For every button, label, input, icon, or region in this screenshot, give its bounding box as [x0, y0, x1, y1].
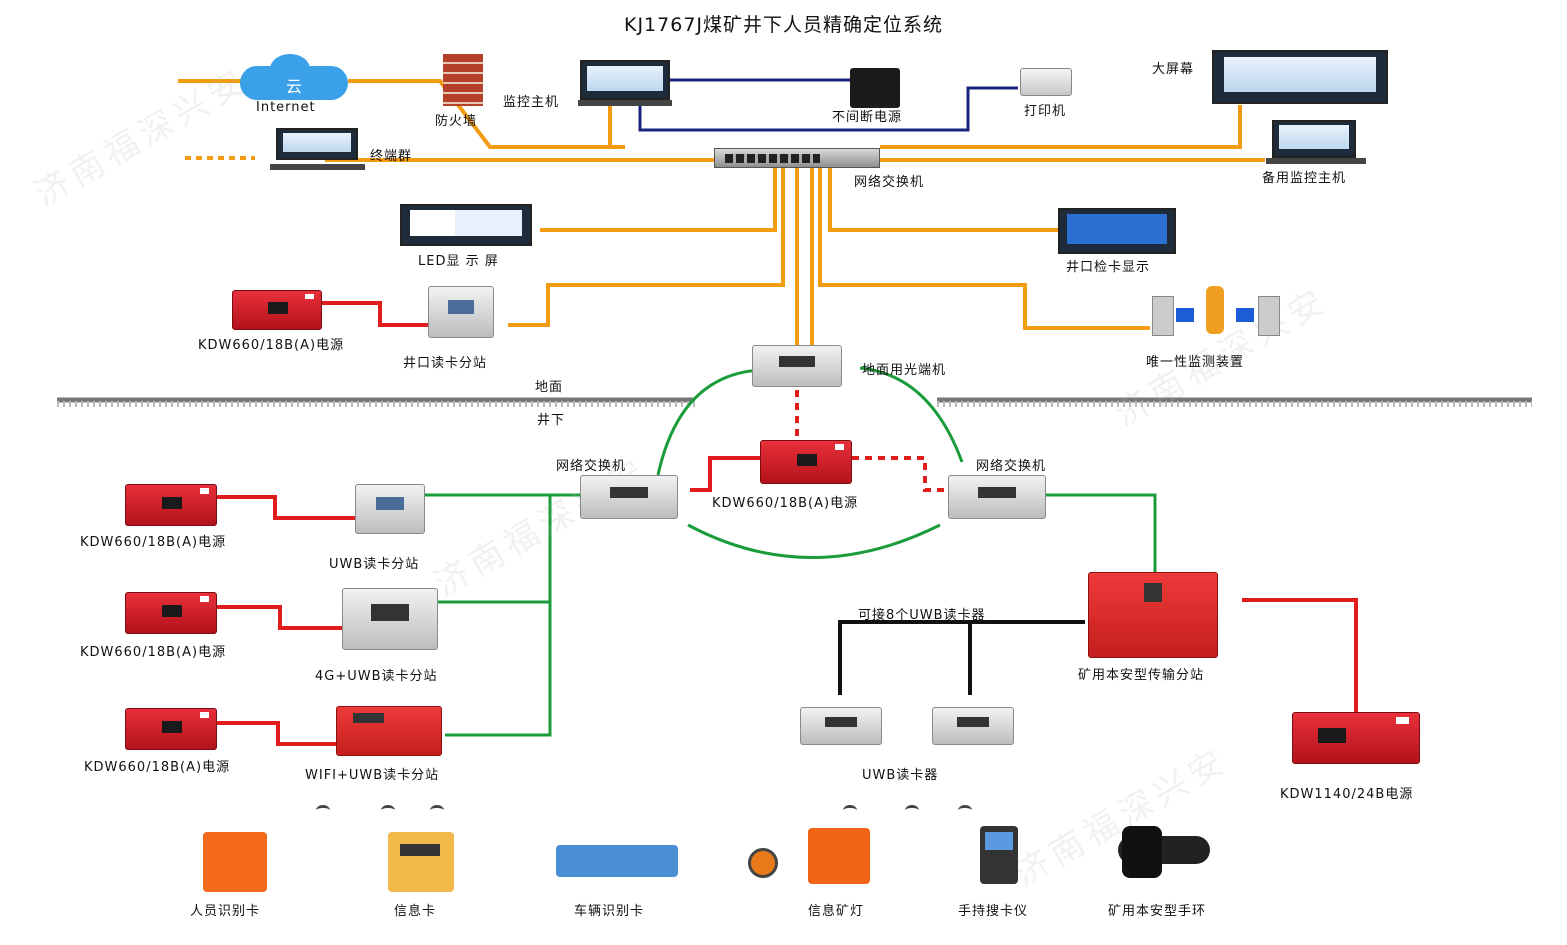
backup-host-icon	[1272, 120, 1356, 158]
vehicle-card-icon	[556, 845, 678, 877]
network-switch-icon	[714, 148, 880, 168]
uwb-4g-substation-label: 4G+UWB读卡分站	[315, 669, 438, 684]
led-screen-label: LED显 示 屏	[418, 254, 499, 269]
keyboard-icon	[1266, 158, 1366, 164]
transmission-substation-label: 矿用本安型传输分站	[1078, 668, 1205, 683]
terminals-label: 终端群	[370, 149, 413, 164]
network-switch-label: 网络交换机	[854, 175, 925, 190]
info-lamp-label: 信息矿灯	[808, 904, 865, 919]
ug-switch-right-label: 网络交换机	[976, 459, 1047, 474]
terminal-icon	[276, 128, 358, 160]
wristband-label: 矿用本安型手环	[1108, 904, 1207, 919]
big-screen-label: 大屏幕	[1152, 62, 1195, 77]
checkpoint-display-icon	[1058, 208, 1176, 254]
personnel-card-label: 人员识别卡	[190, 904, 261, 919]
firewall-label: 防火墙	[435, 114, 478, 129]
up-to-8-label: 可接8个UWB读卡器	[858, 608, 986, 623]
ground-line	[57, 397, 1532, 407]
uwb-substation-icon	[355, 484, 425, 534]
backup-host-label: 备用监控主机	[1262, 171, 1347, 186]
info-card-label: 信息卡	[394, 904, 437, 919]
ug-psu-center-label: KDW660/18B(A)电源	[712, 496, 859, 511]
psu-4g-label: KDW660/18B(A)电源	[80, 645, 227, 660]
handheld-icon	[980, 826, 1018, 884]
psu-icon	[232, 290, 322, 330]
cloud-icon: 云	[240, 54, 348, 100]
uwb-reader-icon	[932, 707, 1014, 745]
led-screen-icon	[400, 204, 532, 246]
cloud-label: 云	[285, 77, 302, 96]
wifi-signal-icon	[430, 805, 444, 816]
transmission-substation-icon	[1088, 572, 1218, 658]
wifi-signal-icon	[381, 805, 395, 816]
wifi-uwb-substation-icon	[336, 706, 442, 756]
vehicle-card-label: 车辆识别卡	[574, 904, 645, 919]
ethernet-links	[178, 79, 1265, 345]
personnel-card-icon	[203, 832, 267, 892]
psu-icon	[1292, 712, 1420, 764]
handheld-label: 手持搜卡仪	[958, 904, 1029, 919]
wifi-uwb-substation-label: WIFI+UWB读卡分站	[305, 768, 440, 783]
fiber-links	[425, 366, 1157, 737]
keyboard-icon	[578, 100, 672, 106]
wellhead-substation-label: 井口读卡分站	[403, 356, 488, 371]
power-dashed-links	[795, 390, 948, 492]
reader-bus	[838, 620, 1085, 695]
checkpoint-display-label: 井口检卡显示	[1066, 260, 1151, 275]
ground-fiber-label: 地面用光端机	[862, 363, 947, 378]
monitor-host-icon	[580, 60, 670, 100]
psu-wifi-label: KDW660/18B(A)电源	[84, 760, 231, 775]
ug-switch-left-label: 网络交换机	[556, 459, 627, 474]
psu-icon	[760, 440, 852, 484]
ups-links	[638, 78, 1018, 132]
big-screen-icon	[1212, 50, 1388, 104]
monitor-host-label: 监控主机	[503, 95, 560, 110]
wifi-signal-icon	[905, 805, 919, 816]
printer-label: 打印机	[1024, 104, 1067, 119]
wifi-signal-icon	[843, 805, 857, 816]
ug-switch-right-icon	[948, 475, 1046, 519]
page-title: KJ1767J煤矿井下人员精确定位系统	[623, 14, 944, 36]
firewall-icon	[443, 54, 483, 106]
info-lamp-icon	[808, 828, 870, 884]
ground-fiber-icon	[752, 345, 842, 387]
uwb-reader-icon	[800, 707, 882, 745]
unique-monitor-label: 唯一性监测装置	[1146, 355, 1245, 370]
uwb-reader-label: UWB读卡器	[862, 768, 939, 783]
uwb-4g-substation-icon	[342, 588, 438, 650]
ug-switch-left-icon	[580, 475, 678, 519]
wifi-signal-icon	[316, 805, 330, 816]
cap-lamp-icon	[748, 848, 778, 878]
printer-icon	[1020, 68, 1072, 96]
surface-label: 地面	[535, 380, 564, 395]
keyboard-icon	[270, 164, 365, 170]
underground-label: 井下	[537, 413, 566, 428]
wellhead-substation-icon	[428, 286, 494, 338]
turnstile-icon	[1152, 286, 1280, 336]
psu-uwb-label: KDW660/18B(A)电源	[80, 535, 227, 550]
psu-icon	[125, 592, 217, 634]
psu-1140-label: KDW1140/24B电源	[1280, 787, 1414, 802]
internet-label: Internet	[256, 100, 316, 115]
psu-icon	[125, 484, 217, 526]
info-card-icon	[388, 832, 454, 892]
power-links	[217, 301, 1358, 746]
psu-top-label: KDW660/18B(A)电源	[198, 338, 345, 353]
uwb-substation-label: UWB读卡分站	[329, 557, 420, 572]
wristband-icon	[1118, 826, 1210, 884]
psu-icon	[125, 708, 217, 750]
ups-icon	[850, 68, 900, 108]
ups-label: 不间断电源	[832, 110, 903, 125]
wifi-signal-icon	[958, 805, 972, 816]
